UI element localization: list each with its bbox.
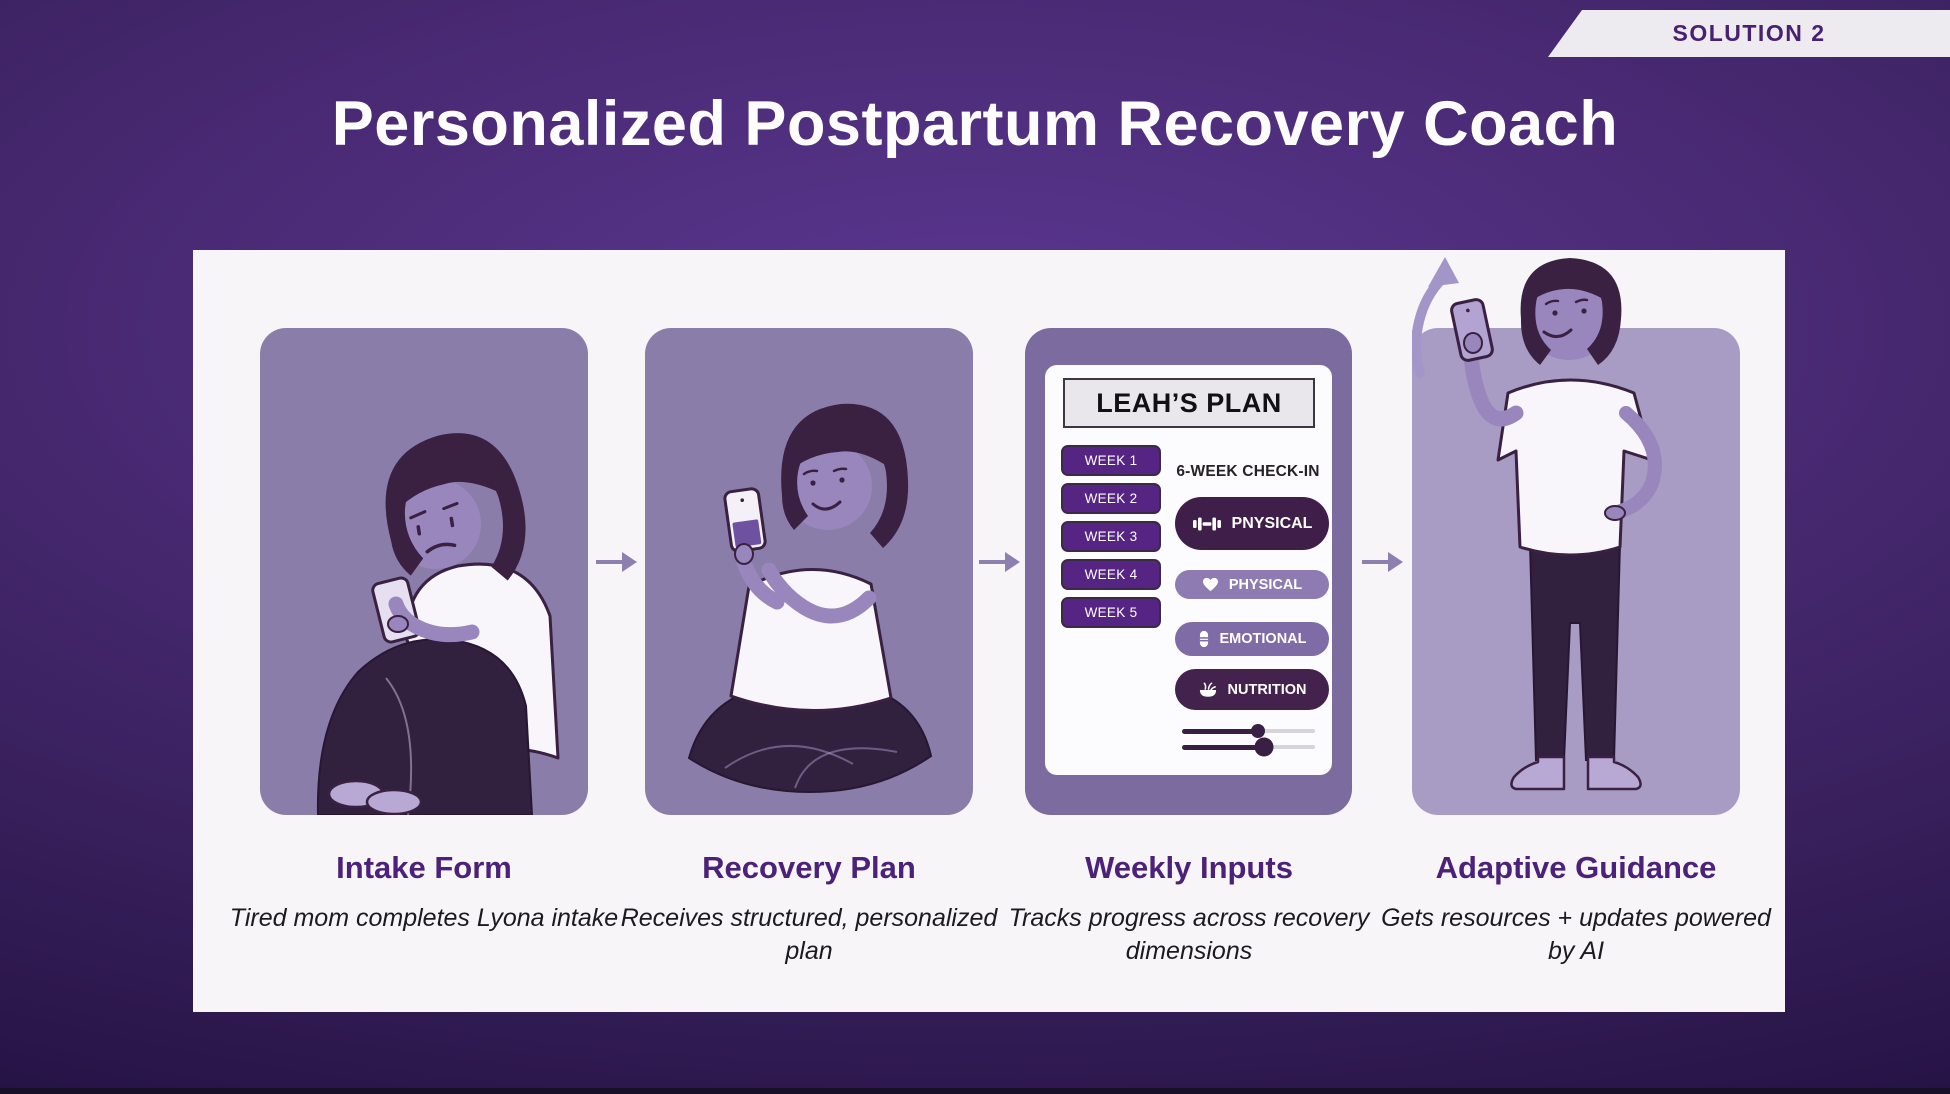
slider-1-fill <box>1182 728 1258 734</box>
mom-reading-plan-illustration <box>687 403 933 794</box>
category-nutrition: NUTRITION <box>1175 669 1329 710</box>
step-3-description: Tracks progress across recovery dimensio… <box>1008 904 1370 965</box>
step-1-description: Tired mom completes Lyona intake <box>229 904 619 932</box>
slider-2-thumb <box>1254 737 1274 757</box>
page-title: Personalized Postpartum Recovery Coach <box>331 89 1619 159</box>
step-3-caption: Weekly Inputs Tracks progress across rec… <box>989 850 1389 968</box>
week-4-button: WEEK 4 <box>1061 559 1161 590</box>
slider-2-fill <box>1182 744 1265 750</box>
week-list: WEEK 1 WEEK 2 WEEK 3 WEEK 4 WEEK 5 <box>1061 445 1161 635</box>
week-3-button: WEEK 3 <box>1061 521 1161 552</box>
panel-recovery-plan <box>645 328 973 815</box>
bottom-strip <box>0 1088 1950 1094</box>
step-2-description: Receives structured, personalized plan <box>620 904 998 965</box>
flow-arrow-2 <box>979 552 1020 572</box>
capsule-icon <box>1199 630 1208 648</box>
flow-arrow-1 <box>596 552 637 572</box>
content-card: LEAH’S PLAN WEEK 1 WEEK 2 WEEK 3 WEEK 4 … <box>193 250 1785 1012</box>
category-physical-exercise: PNYSICAL <box>1175 497 1329 550</box>
week-5-button: WEEK 5 <box>1061 597 1161 628</box>
tired-mom-illustration <box>316 433 560 815</box>
standing-mom-illustration <box>1412 257 1662 791</box>
panel-weekly-inputs: LEAH’S PLAN WEEK 1 WEEK 2 WEEK 3 WEEK 4 … <box>1025 328 1352 815</box>
panel-adaptive-guidance <box>1412 257 1740 815</box>
solution-badge-label: SOLUTION 2 <box>1672 20 1826 46</box>
growth-arrow-icon <box>1412 274 1447 378</box>
category-physical-heart: PHYSICAL <box>1175 570 1329 599</box>
step-4-description: Gets resources + updates powered by AI <box>1381 904 1771 965</box>
slider-1-thumb <box>1250 724 1265 738</box>
step-3-title: Weekly Inputs <box>1085 850 1293 885</box>
plan-header-label: LEAH’S PLAN <box>1096 387 1282 418</box>
dumbbell-icon <box>1192 517 1221 530</box>
panel-intake-form <box>260 328 588 815</box>
week-1-button: WEEK 1 <box>1061 445 1161 476</box>
flow-arrow-3 <box>1362 552 1403 572</box>
step-2-caption: Recovery Plan Receives structured, perso… <box>609 850 1009 968</box>
week-2-button: WEEK 2 <box>1061 483 1161 514</box>
leah-plan-card: LEAH’S PLAN WEEK 1 WEEK 2 WEEK 3 WEEK 4 … <box>1045 365 1332 775</box>
solution-badge: SOLUTION 2 <box>1548 10 1950 57</box>
plan-header: LEAH’S PLAN <box>1063 378 1315 428</box>
category-emotional: EMOTIONAL <box>1175 622 1329 656</box>
step-2-title: Recovery Plan <box>702 850 916 885</box>
bowl-icon <box>1199 681 1216 697</box>
checkin-label: 6-WEEK CHECK-IN <box>1176 463 1320 480</box>
step-1-caption: Intake Form Tired mom completes Lyona in… <box>224 850 624 935</box>
step-1-title: Intake Form <box>336 850 512 885</box>
slider-2 <box>1182 737 1315 757</box>
step-4-caption: Adaptive Guidance Gets resources + updat… <box>1376 850 1776 968</box>
step-4-title: Adaptive Guidance <box>1435 850 1717 885</box>
heart-icon <box>1202 577 1218 592</box>
slider-1 <box>1182 722 1315 740</box>
